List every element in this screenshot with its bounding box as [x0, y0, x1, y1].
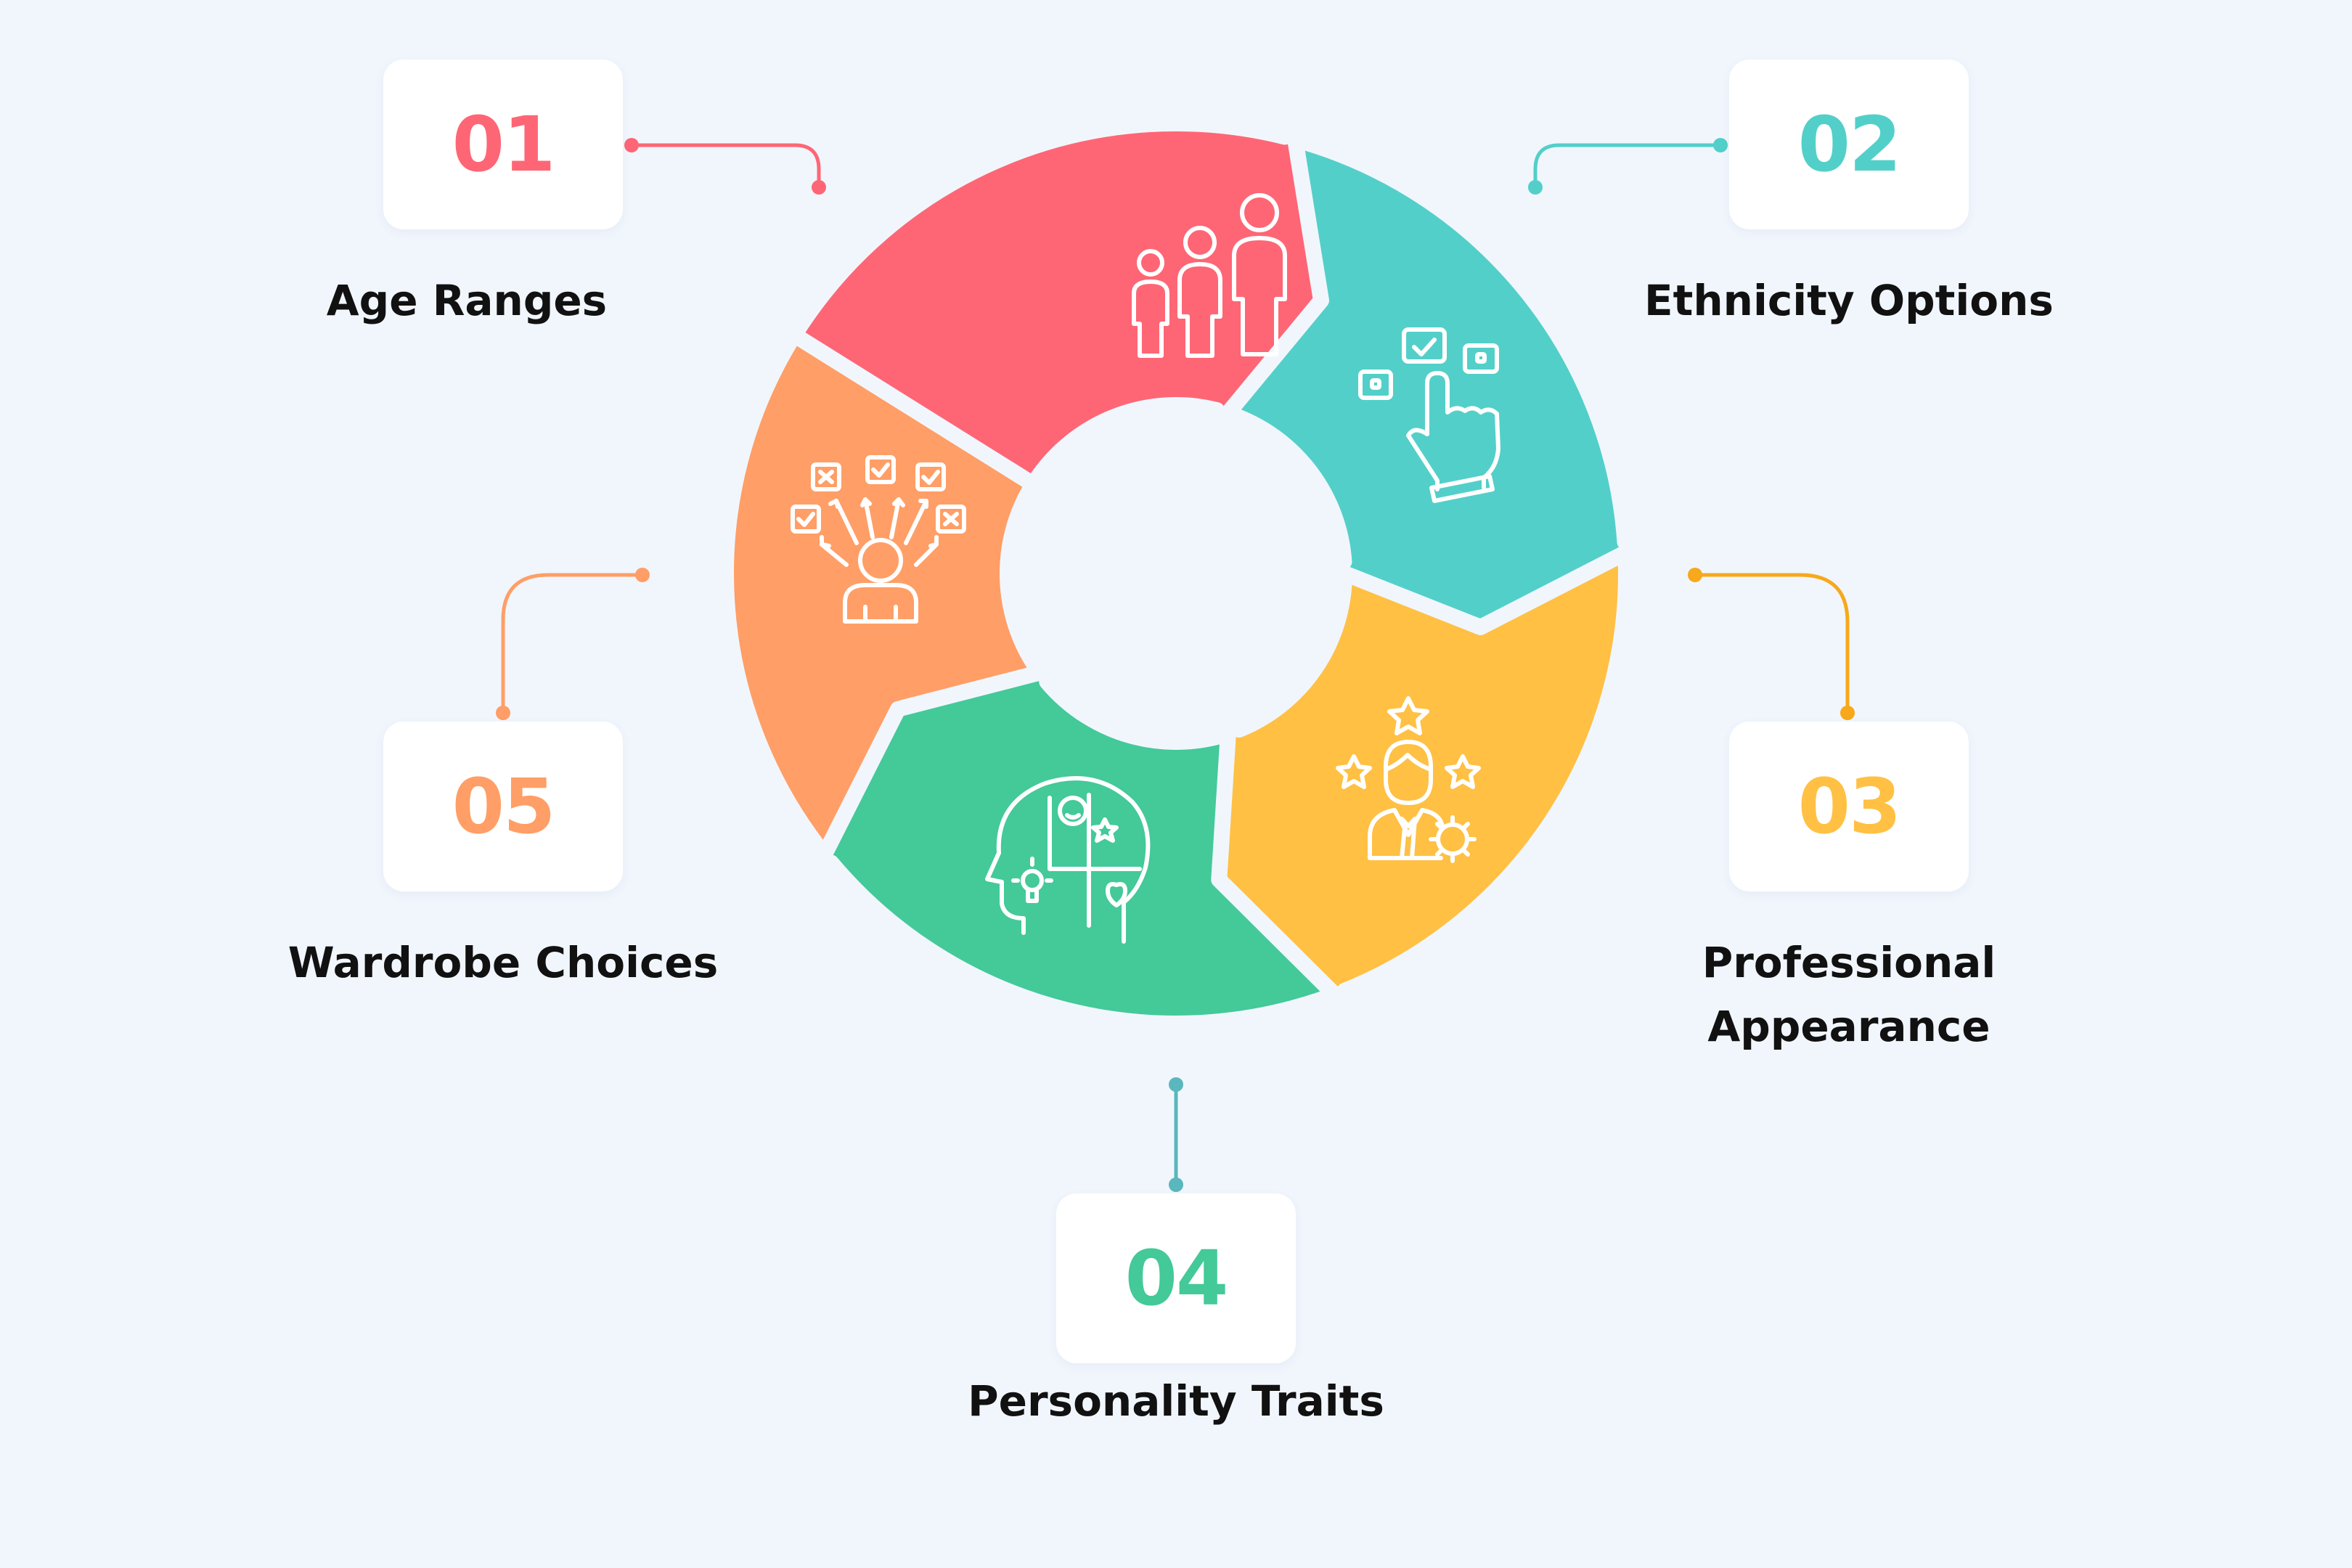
wheel-segments: [718, 105, 1658, 1032]
step-number: 03: [1797, 762, 1902, 851]
step-label-04: Personality Traits: [968, 1376, 1384, 1426]
step-card-05: 05: [383, 722, 623, 891]
wheel-segment-02: [1209, 128, 1658, 635]
step-number: 04: [1124, 1234, 1229, 1323]
connector-02: [1528, 138, 1728, 195]
step-card-01: 01: [383, 60, 623, 229]
step-number: 02: [1797, 100, 1902, 189]
family-icon: [1132, 193, 1287, 358]
step-label-01: Age Ranges: [326, 276, 608, 325]
step-label-02: Ethnicity Options: [1644, 276, 2054, 325]
wheel-segment-03: [1211, 534, 1634, 1022]
professional-star-icon: [1336, 696, 1481, 863]
person-choices-icon: [791, 455, 966, 624]
connector-04: [1169, 1077, 1183, 1192]
connector-01: [624, 138, 826, 195]
wheel-icons: [791, 193, 1500, 944]
step-card-03: 03: [1729, 722, 1969, 891]
connector-05: [496, 568, 650, 720]
step-number: 05: [452, 762, 556, 851]
step-label-03: Professional Appearance: [1702, 938, 1996, 1051]
step-card-02: 02: [1729, 60, 1969, 229]
head-puzzle-icon: [985, 776, 1151, 944]
connector-03: [1688, 568, 1855, 720]
connectors: [496, 138, 1855, 1192]
step-number: 01: [452, 100, 556, 189]
wheel-segment-04: [804, 658, 1353, 1032]
wheel-segment-01: [786, 105, 1329, 493]
step-label-05: Wardrobe Choices: [287, 938, 719, 987]
selection-click-icon: [1358, 327, 1500, 503]
step-card-04: 04: [1056, 1193, 1296, 1363]
wheel-center: [1012, 409, 1340, 738]
